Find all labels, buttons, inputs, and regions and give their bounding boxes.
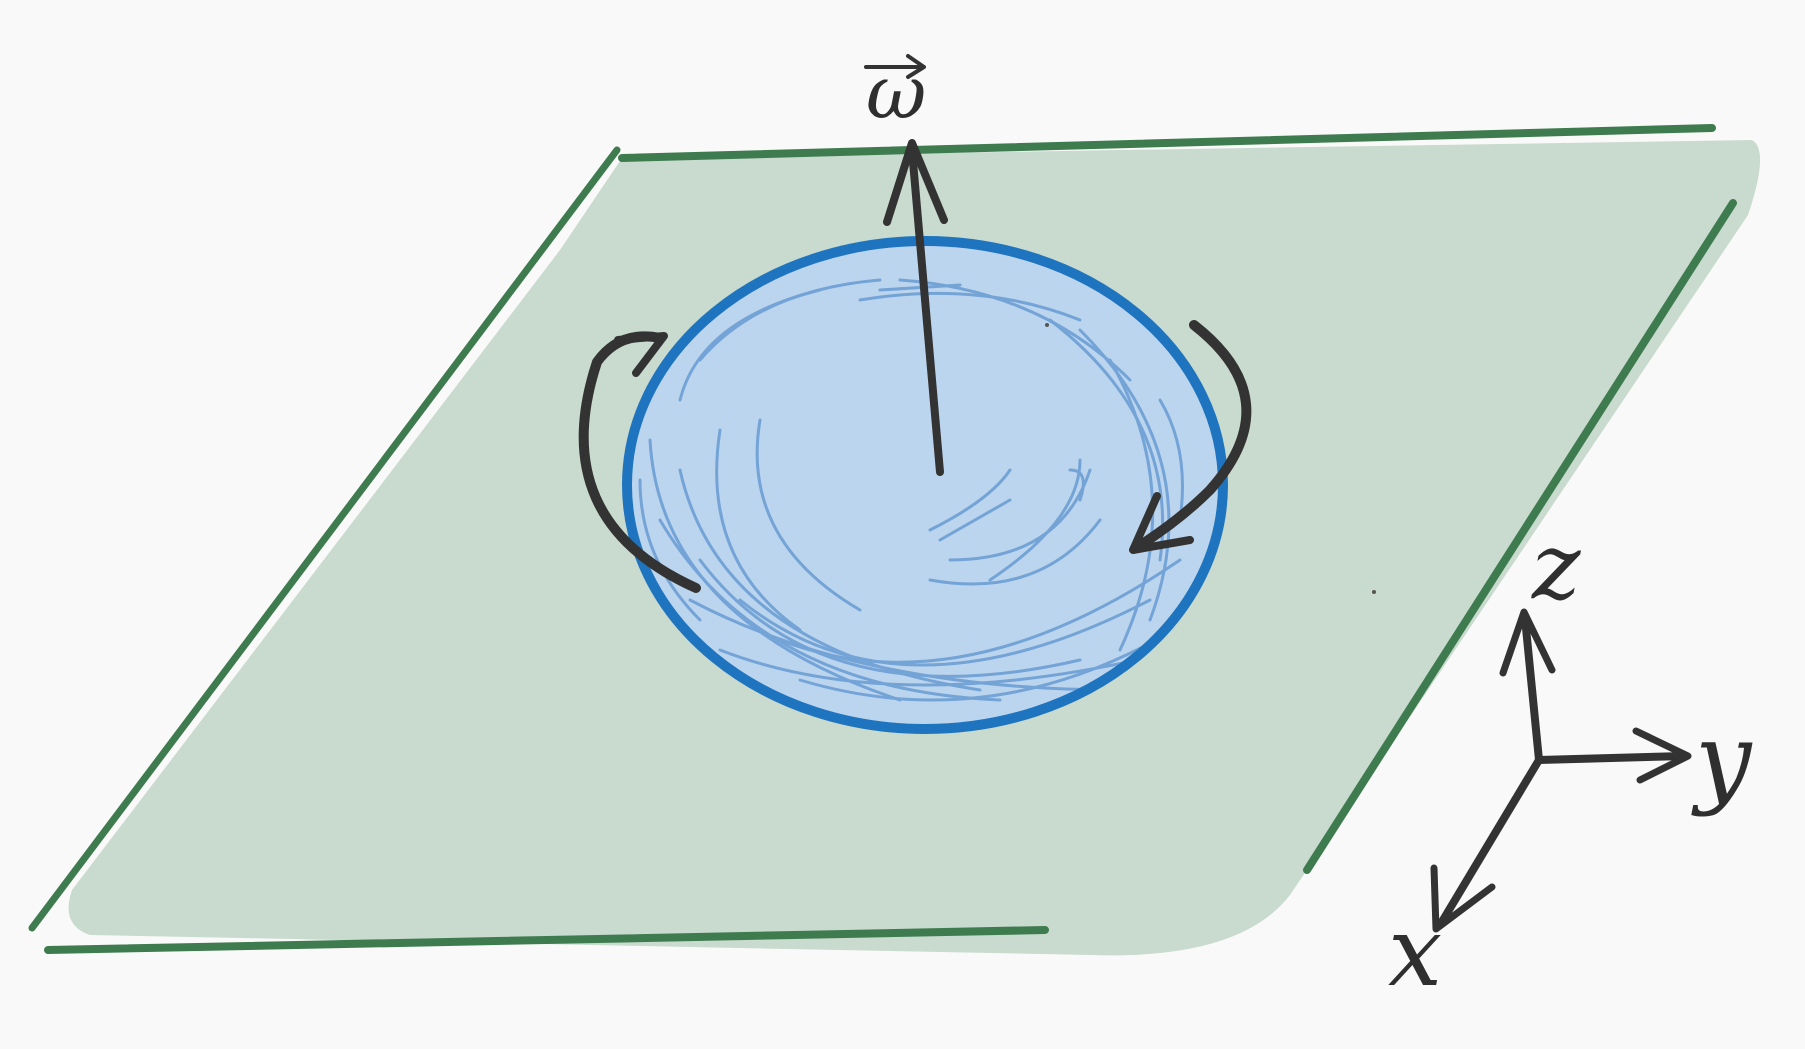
y-axis-label: y	[1691, 701, 1753, 818]
x-axis	[1436, 756, 1543, 929]
plane-edge-top	[618, 124, 1716, 162]
plane-edge-left	[28, 146, 621, 932]
z-arrowhead	[1499, 608, 1556, 677]
speck	[1372, 590, 1376, 594]
plane-edge-right	[1303, 199, 1737, 874]
x-axis-label: x	[1388, 896, 1442, 1008]
omega-label: ω	[866, 50, 926, 136]
omega-vector: ω	[864, 50, 948, 476]
curved-arrow-down-icon	[1131, 320, 1252, 553]
spinning-disk	[622, 236, 1228, 734]
omega-overarrow	[864, 54, 926, 79]
coordinate-axes	[1430, 608, 1692, 933]
disk-body	[627, 241, 1223, 729]
z-axis-label: z	[1531, 513, 1581, 620]
speck	[1045, 323, 1049, 327]
disk-rim	[622, 236, 1228, 734]
rotation-left-arrowhead	[614, 332, 668, 377]
disk-scribble-shading	[638, 278, 1192, 702]
z-axis	[1521, 614, 1543, 764]
plane-edge-bottom	[44, 926, 1049, 954]
rotation-arrows	[578, 320, 1252, 593]
arrow-up-icon	[908, 146, 944, 476]
omega-arrowhead	[883, 139, 948, 226]
x-arrowhead	[1430, 864, 1496, 933]
y-axis	[1535, 752, 1689, 764]
y-arrowhead	[1632, 727, 1692, 784]
rotation-right-arrowhead	[1129, 492, 1194, 554]
